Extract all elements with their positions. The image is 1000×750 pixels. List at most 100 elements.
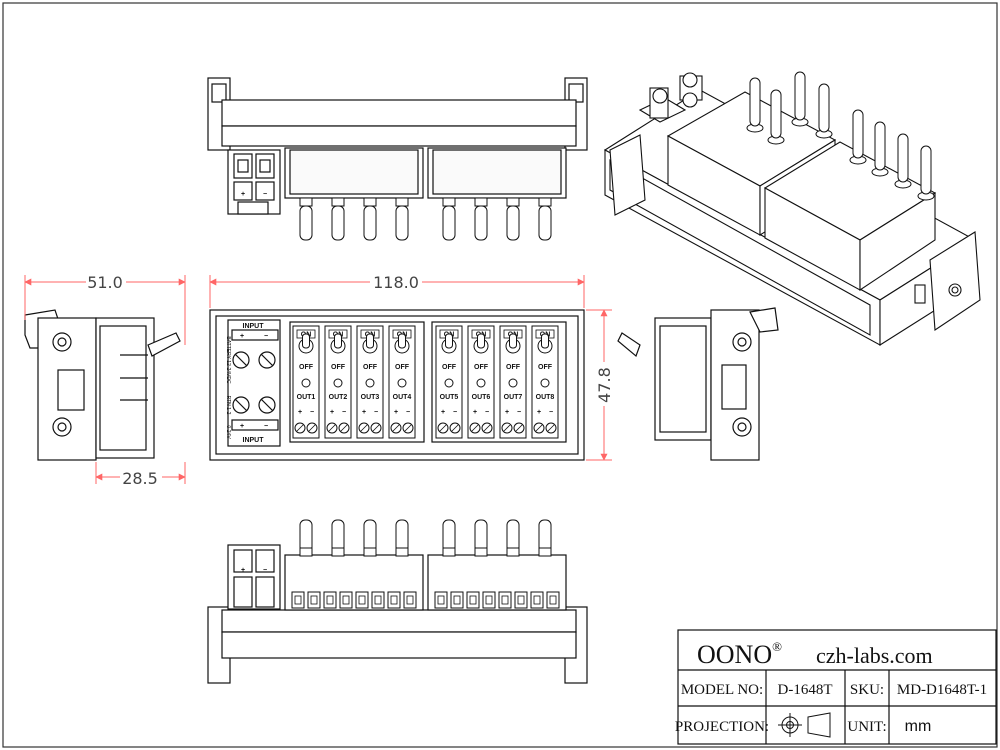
toggle-lever-icon (749, 77, 761, 127)
output-label: OUT8 (536, 394, 555, 401)
toggle-lever-icon (852, 109, 864, 159)
toggle-nut (474, 547, 488, 557)
plus-label: + (473, 409, 477, 416)
plus-label: + (537, 409, 541, 416)
bottom-view-plus-label: + (241, 567, 245, 574)
off-label: OFF (538, 364, 553, 371)
toggle-lever-icon (477, 333, 485, 349)
channel-3: ONOFFOUT3+− (356, 325, 384, 439)
toggle-nut (363, 547, 377, 557)
screw-slot (340, 424, 348, 432)
bottom-toggle-2 (323, 519, 353, 609)
off-label: OFF (299, 364, 314, 371)
toggle-nut (331, 197, 345, 207)
toggle-lever-icon (299, 205, 313, 241)
dim-width-label: 51.0 (87, 273, 123, 292)
screw-slot (308, 424, 316, 432)
input-plus-label: + (240, 333, 244, 340)
led-indicator-icon (476, 378, 486, 388)
toggle-lever-icon (395, 519, 409, 553)
dim-length-label: 118.0 (373, 273, 419, 292)
toggle-lever-icon (794, 71, 806, 121)
toggle-nut (474, 197, 488, 207)
top-toggle-4 (395, 197, 409, 241)
terminal-hole (358, 595, 366, 605)
screw-slot (535, 424, 543, 432)
minus-label: − (342, 409, 346, 416)
output-label: OUT1 (297, 394, 316, 401)
screw-slot (439, 424, 447, 432)
bottom-toggle-8 (530, 519, 560, 609)
terminal-hole (437, 595, 445, 605)
output-label: OUT2 (329, 394, 348, 401)
screw-slot (404, 424, 412, 432)
toggle-lever-icon (331, 519, 345, 553)
toggle-nut (363, 197, 377, 207)
iso-toggle-1 (746, 77, 764, 133)
bottom-toggle-3 (355, 519, 385, 609)
toggle-lever-icon (398, 333, 406, 349)
minus-label: − (549, 409, 553, 416)
top-view-plus-label: + (241, 191, 245, 198)
top-toggle-3 (363, 197, 377, 241)
output-label: OUT6 (472, 394, 491, 401)
screw-slot (471, 424, 479, 432)
off-label: OFF (506, 364, 521, 371)
toggle-lever-icon (442, 205, 456, 241)
front-view-channels: ONOFFOUT1+−ONOFFOUT2+−ONOFFOUT3+−ONOFFOU… (292, 325, 559, 439)
led-indicator-icon (508, 378, 518, 388)
toggle-lever-icon (331, 205, 345, 241)
toggle-lever-icon (509, 333, 517, 349)
terminal-hole (390, 595, 398, 605)
toggle-nut (299, 547, 313, 557)
top-toggle-1 (299, 197, 313, 241)
toggle-nut (299, 197, 313, 207)
toggle-nut (395, 547, 409, 557)
input-minus-label-2: − (264, 423, 268, 430)
model-value: D-1648T (778, 682, 833, 698)
din-rail (221, 99, 577, 127)
led-indicator-icon (333, 378, 343, 388)
off-label: OFF (442, 364, 457, 371)
plus-label: + (505, 409, 509, 416)
side-text-3: 0-24V (225, 425, 231, 439)
screw-slot (515, 424, 523, 432)
minus-label: − (485, 409, 489, 416)
toggle-lever-icon (442, 519, 456, 553)
projection-label: PROJECTION: (675, 719, 769, 735)
toggle-lever-icon (395, 205, 409, 241)
toggle-lever-icon (920, 145, 932, 195)
bottom-view (207, 544, 588, 684)
output-label: OUT4 (393, 394, 412, 401)
toggle-lever-icon (506, 205, 520, 241)
bottom-toggle-4 (387, 519, 417, 609)
top-toggle-2 (331, 197, 345, 241)
terminal-hole (374, 595, 382, 605)
toggle-nut (538, 547, 552, 557)
channel-7: ONOFFOUT7+− (499, 325, 527, 439)
plus-label: + (394, 409, 398, 416)
bottom-toggle-6 (466, 519, 496, 609)
off-label: OFF (363, 364, 378, 371)
channel-1: ONOFFOUT1+− (292, 325, 320, 439)
toggle-nut (442, 197, 456, 207)
toggle-lever-icon (770, 89, 782, 139)
brand-name: OONO® (697, 639, 782, 669)
terminal-hole (549, 595, 557, 605)
off-label: OFF (395, 364, 410, 371)
toggle-nut (331, 547, 345, 557)
terminal-hole (501, 595, 509, 605)
isometric-toggles (746, 71, 935, 201)
toggle-lever-icon (299, 519, 313, 553)
terminal-hole (310, 595, 318, 605)
model-label: MODEL NO: (681, 682, 763, 698)
led-indicator-icon (397, 378, 407, 388)
isometric-view (603, 72, 981, 346)
plus-label: + (298, 409, 302, 416)
channel-5: ONOFFOUT5+− (435, 325, 463, 439)
terminal-hole (406, 595, 414, 605)
toggle-nut (506, 197, 520, 207)
minus-label: − (310, 409, 314, 416)
toggle-lever-icon (874, 121, 886, 171)
